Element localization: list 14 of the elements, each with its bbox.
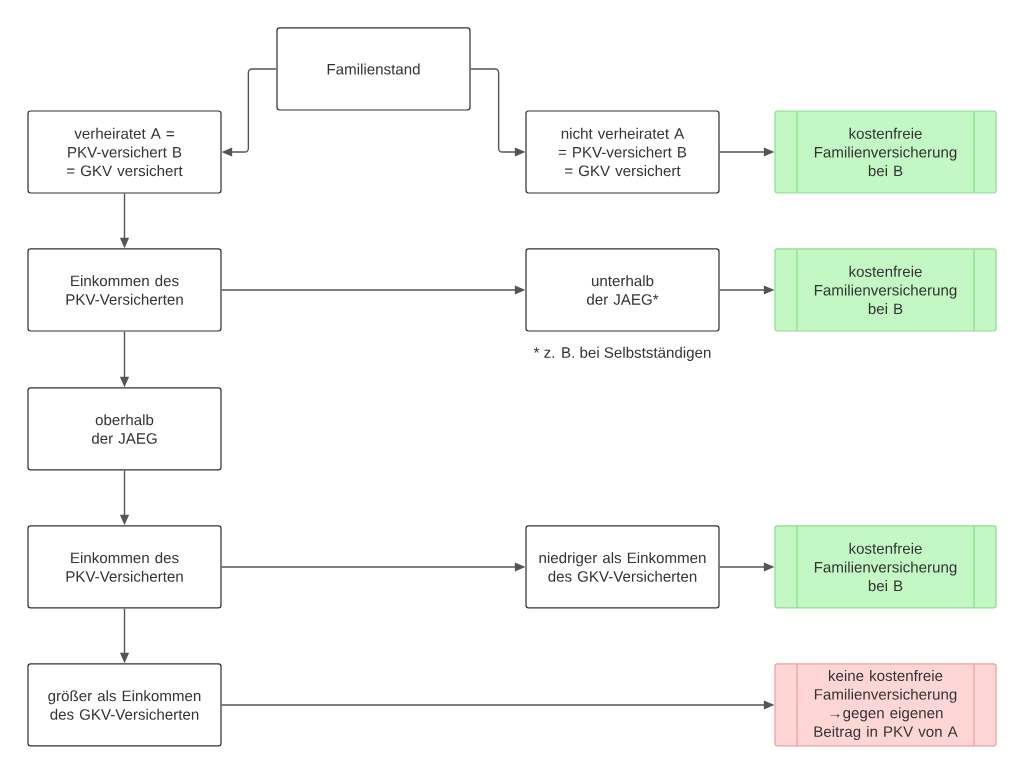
result-box: kostenfreie Familienversicherung bei B: [774, 110, 997, 194]
process-box: unterhalb der JAEG*: [525, 248, 720, 332]
process-box: verheiratet A = PKV-versichert B = GKV versichert: [27, 110, 222, 194]
result-box: kostenfreie Familienversicherung bei B: [774, 525, 997, 609]
process-box: Einkommen des PKV-Versicherten: [27, 248, 222, 332]
process-box: Einkommen des PKV-Versicherten: [27, 525, 222, 609]
process-box: größer als Einkommen des GKV-Versicherten: [27, 663, 222, 747]
process-box: oberhalb der JAEG: [27, 387, 222, 471]
process-box: Familienstand: [276, 27, 471, 111]
process-box: nicht verheiratet A = PKV-versichert B = GKV versichert: [525, 110, 720, 194]
process-box: niedriger als Einkommen des GKV-Versicherten: [525, 525, 720, 609]
note: * z. B. bei Selbstständigen: [533, 346, 711, 361]
result-box: keine kostenfreie Familienversicherung →gegen eigenen Beitrag in PKV von A: [774, 663, 997, 747]
result-box: kostenfreie Familienversicherung bei B: [774, 248, 997, 332]
